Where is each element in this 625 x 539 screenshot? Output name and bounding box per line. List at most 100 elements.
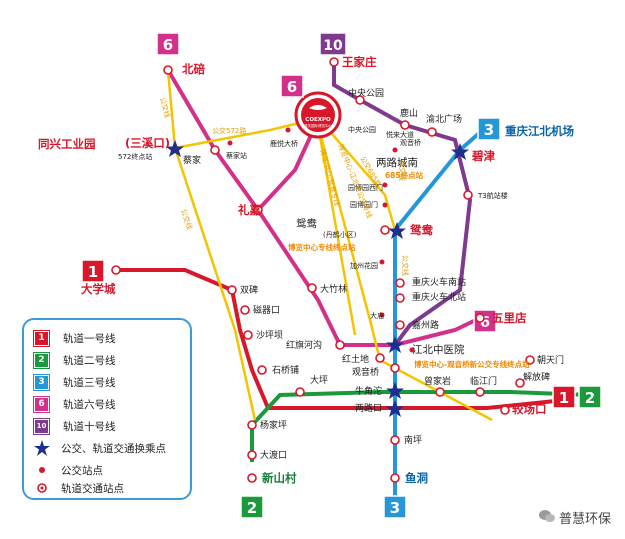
bus-stop-jialin: [379, 259, 385, 265]
label-yuexin: 悦来大道: [386, 130, 414, 139]
line-1-track: [116, 268, 566, 410]
label-jiangbei-tcm: 江北中医院: [412, 343, 465, 356]
badge-line-1-right: 1: [552, 385, 576, 409]
label-yangjiaping: 杨家坪: [260, 419, 287, 431]
badge-line-6-center: 6: [280, 74, 304, 98]
label-t3: T3航站楼: [477, 191, 508, 200]
svg-text:COEXPO: COEXPO: [305, 117, 331, 123]
legend-item-line-3: 3 轨道三号线: [33, 372, 116, 392]
label-shiqiaopu: 石桥铺: [272, 364, 299, 376]
st-dadukou: [247, 450, 257, 460]
legend-label-1: 轨道一号线: [63, 332, 116, 345]
label-yuandong-sub: (丹鹤小区): [323, 230, 357, 239]
legend-item-line-1: 1 轨道一号线: [33, 328, 116, 348]
st-yuandong: [380, 225, 390, 235]
label-yuanbo-men: 园博园门: [350, 200, 378, 209]
label-shuangbei: 双碑: [240, 284, 258, 296]
badge-line-10: 10: [319, 32, 347, 56]
legend-label-10: 轨道十号线: [63, 420, 116, 433]
st-hongtudi: [375, 353, 385, 363]
badge-line-2-bottom: 2: [240, 495, 264, 519]
label-yuandong: 鸳鸯: [410, 223, 433, 237]
bus-stop-yuanbomen: [382, 202, 388, 208]
label-caijia-a: 蔡家: [183, 154, 201, 166]
label-zhuan-yd: 博览中心专线终点站: [288, 242, 356, 252]
bus-stop-dot-icon: [34, 466, 50, 474]
watermark: 普慧环保: [538, 508, 611, 527]
label-yudong: 鱼洞: [405, 471, 428, 485]
st-daping: [295, 387, 305, 397]
label-lianglu: 两路城南: [376, 156, 418, 169]
st-zhongyang: [355, 95, 365, 105]
transfer-star-txgy: [166, 140, 184, 157]
transfer-star-bijin: [451, 143, 469, 160]
st-nanping: [390, 435, 400, 445]
badge-line-6-top-left: 6: [156, 32, 180, 56]
st-caijia: [210, 145, 220, 155]
label-wjz: 王家庄: [342, 55, 377, 69]
st-zengjiayan: [435, 387, 445, 397]
label-jiaochangkou: 较场口: [512, 402, 547, 416]
st-yangjiaping: [247, 420, 257, 430]
label-yuandong-t: 鸳鸯: [296, 217, 317, 230]
label-685-end: 685终点站: [385, 170, 424, 180]
bus-stop-yuanbo: [382, 182, 388, 188]
label-bijin: 碧津: [471, 149, 495, 163]
label-lushan: 鹿山: [400, 107, 418, 119]
svg-text:2: 2: [585, 389, 595, 407]
legend-label-3: 轨道三号线: [63, 376, 116, 389]
st-linjiangmen: [475, 387, 485, 397]
label-airport: 重庆江北机场: [505, 124, 574, 138]
legend-badge-1: 1: [33, 329, 50, 347]
label-bus-v3: 公交线: [401, 255, 410, 276]
legend-item-line-10: 10 轨道十号线: [33, 416, 116, 436]
svg-text:6: 6: [163, 36, 173, 54]
legend-badge-3: 3: [33, 373, 50, 391]
svg-text:6: 6: [480, 313, 490, 331]
label-shapingba: 沙坪坝: [256, 330, 283, 341]
st-yudong: [390, 473, 400, 483]
st-shapingba: [243, 330, 253, 340]
svg-text:2: 2: [247, 499, 257, 517]
label-hongtudi: 红土地: [342, 353, 369, 365]
label-jiazhou: 嘉州路: [412, 319, 439, 331]
line-10-track: [332, 62, 473, 347]
watermark-text: 普慧环保: [558, 512, 611, 527]
label-zhongyang-b: 中央公园: [348, 125, 376, 134]
label-cqhcn: 重庆火车北站: [412, 291, 466, 303]
label-cqhcs: 重庆火车南站: [412, 276, 466, 288]
label-yubei: 渝北广场: [426, 113, 462, 125]
legend-item-transfer: 公交、轨道交通换乘点: [34, 438, 166, 458]
bus-stops: [227, 127, 415, 353]
label-jialin: 加州花园: [350, 261, 378, 270]
legend-item-line-6: 6 轨道六号线: [33, 394, 116, 414]
label-572-end: 572终点站: [118, 152, 152, 161]
st-lijia: [253, 205, 263, 215]
transfer-star-niujiaotuo: [386, 382, 404, 399]
transfer-stars: [166, 140, 469, 417]
legend-label-bus-stop: 公交站点: [61, 464, 103, 477]
legend-item-bus-stop: 公交站点: [34, 460, 103, 480]
svg-text:3: 3: [484, 121, 494, 139]
svg-text:3: 3: [390, 499, 400, 517]
legend: 1 轨道一号线 2 轨道二号线 3 轨道三号线 6 轨道六号线 10 轨道十号线…: [22, 318, 192, 500]
label-dxc: 大学城: [81, 282, 116, 296]
label-daqing: 大庙: [370, 311, 384, 320]
coexpo-logo: COEXPO 重庆国际博览中心: [294, 91, 342, 139]
badge-line-2-right: 2: [578, 385, 602, 409]
legend-label-rail-stop: 轨道交通站点: [61, 482, 124, 495]
st-guanyinqiao: [390, 363, 400, 373]
label-txgy-sub: (三溪口): [125, 136, 170, 150]
label-chaotianmen: 朝天门: [537, 354, 564, 366]
line-2-track: [250, 390, 591, 462]
st-t3: [463, 190, 473, 200]
st-wulidian: [475, 313, 485, 323]
svg-text:重庆国际博览中心: 重庆国际博览中心: [304, 123, 332, 128]
st-chaotianmen: [525, 355, 535, 365]
label-guanyinqiao2: 观音桥: [352, 366, 379, 378]
legend-badge-10: 10: [33, 417, 50, 435]
transfer-star-lianglukou: [386, 400, 404, 417]
label-bus-v2: 公交线: [179, 208, 194, 231]
bus-line-v2: [316, 124, 357, 336]
bus-stop-guanyin: [392, 147, 398, 153]
